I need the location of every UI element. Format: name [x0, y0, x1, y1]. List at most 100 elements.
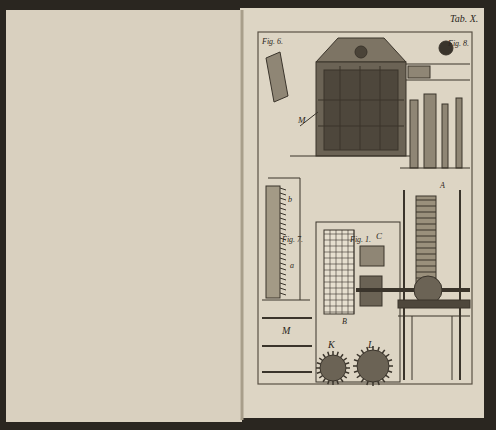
- engraved-stroke: [416, 206, 436, 207]
- engraved-stroke: [280, 213, 286, 215]
- engraved-stroke: [346, 367, 350, 369]
- engraved-stroke: [416, 242, 436, 243]
- engraved-stroke: [416, 236, 436, 237]
- engraved-stroke: [324, 234, 354, 235]
- figure-label: Fig. 7.: [282, 236, 303, 244]
- engraved-stroke: [353, 365, 357, 367]
- engraved-stroke: [324, 312, 354, 313]
- engraved-stroke: [328, 352, 329, 356]
- engraved-stroke: [324, 270, 354, 271]
- engraved-stroke: [416, 272, 436, 273]
- engraved-stroke: [280, 293, 286, 295]
- engraved-stroke: [345, 363, 349, 364]
- part-letter: L: [368, 340, 374, 350]
- engraved-stroke: [361, 350, 363, 353]
- engraved-stroke: [280, 223, 286, 225]
- part-letter: b: [288, 196, 292, 204]
- engraved-stroke: [342, 230, 343, 314]
- engraved-stroke: [324, 294, 354, 295]
- engraved-stroke: [317, 363, 321, 364]
- engraved-stroke: [416, 212, 436, 213]
- part-letter: M: [298, 116, 306, 125]
- engraved-stroke: [348, 230, 349, 314]
- engraved-stroke: [317, 372, 321, 373]
- engraved-stroke: [416, 218, 436, 219]
- engraved-stroke: [280, 228, 286, 230]
- part-letter: a: [290, 262, 294, 270]
- engraved-stroke: [324, 300, 354, 301]
- engraved-stroke: [386, 354, 389, 356]
- engraved-stroke: [324, 282, 354, 283]
- engraved-stroke: [324, 258, 354, 259]
- engraved-stroke: [367, 347, 368, 351]
- figure-label: Fig. 8.: [448, 40, 469, 48]
- engraved-stroke: [280, 208, 286, 210]
- engraved-stroke: [324, 306, 354, 307]
- engraved-stroke: [378, 347, 379, 351]
- engraved-stroke: [280, 248, 286, 250]
- engraved-stroke: [324, 240, 354, 241]
- engraved-stroke: [280, 203, 286, 205]
- engraved-stroke: [378, 381, 379, 385]
- engraved-stroke: [416, 230, 436, 231]
- engraved-stroke: [280, 263, 286, 265]
- engraved-stroke: [341, 354, 343, 357]
- engraved-stroke: [388, 371, 392, 372]
- engraved-stroke: [319, 376, 322, 378]
- part-letter: M: [282, 326, 290, 336]
- engraved-stroke: [280, 258, 286, 260]
- engraved-stroke: [361, 379, 363, 382]
- part-letter: K: [328, 340, 335, 350]
- engraved-stroke: [324, 288, 354, 289]
- engraved-stroke: [324, 252, 354, 253]
- engraved-stroke: [324, 276, 354, 277]
- engraved-stroke: [330, 230, 331, 314]
- engraved-stroke: [316, 367, 320, 369]
- engraved-stroke: [372, 382, 374, 386]
- engraved-stroke: [280, 193, 286, 195]
- engraved-stroke: [341, 379, 343, 382]
- engraved-stroke: [280, 273, 286, 275]
- engraved-stroke: [382, 350, 384, 353]
- figure-label: Fig. 1.: [350, 236, 371, 244]
- engraved-stroke: [388, 360, 392, 361]
- engraved-stroke: [280, 268, 286, 270]
- engraved-stroke: [367, 381, 368, 385]
- engraved-stroke: [324, 246, 354, 247]
- engraved-stroke: [332, 351, 334, 355]
- engraved-stroke: [357, 354, 360, 356]
- part-letter: C: [376, 232, 382, 241]
- plate-number: Tab. X.: [450, 14, 478, 24]
- engraved-stroke: [280, 233, 286, 235]
- engraved-stroke: [280, 253, 286, 255]
- engraved-stroke: [337, 380, 338, 384]
- engraved-stroke: [324, 264, 354, 265]
- engraved-stroke: [323, 354, 325, 357]
- engraved-stroke: [328, 380, 329, 384]
- engraved-stroke: [416, 248, 436, 249]
- engraved-stroke: [337, 352, 338, 356]
- engraved-stroke: [319, 358, 322, 360]
- engraved-stroke: [416, 260, 436, 261]
- engraved-stroke: [280, 198, 286, 200]
- part-letter: B: [342, 318, 347, 326]
- engraved-stroke: [386, 375, 389, 377]
- engraved-stroke: [416, 266, 436, 267]
- engraved-stroke: [357, 375, 360, 377]
- engraved-stroke: [280, 218, 286, 220]
- engraved-stroke: [280, 278, 286, 280]
- part-letter: A: [440, 182, 445, 190]
- engraved-stroke: [280, 288, 286, 290]
- engraved-stroke: [336, 230, 337, 314]
- figure-label: Fig. 6.: [262, 38, 283, 46]
- engraved-stroke: [280, 283, 286, 285]
- engraved-stroke: [389, 365, 393, 367]
- engraved-stroke: [280, 188, 286, 190]
- engraved-stroke: [344, 358, 347, 360]
- engraved-stroke: [416, 254, 436, 255]
- engraved-stroke: [416, 224, 436, 225]
- engraved-stroke: [416, 200, 436, 201]
- engraved-stroke: [354, 360, 358, 361]
